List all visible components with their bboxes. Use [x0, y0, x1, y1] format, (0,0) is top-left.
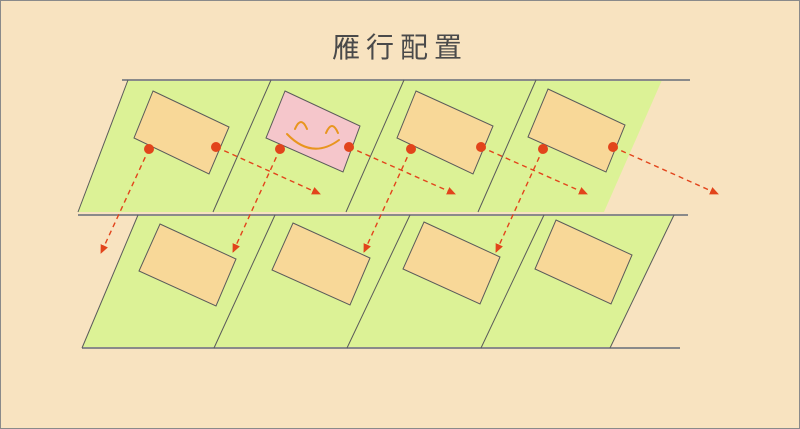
dashed-arrow-icon [100, 148, 150, 254]
viewpoint-dot [344, 142, 354, 152]
sightline-arrows [100, 146, 719, 254]
upper-houses [133, 88, 626, 175]
viewpoint-dot [476, 142, 486, 152]
lot-divider [212, 79, 272, 213]
dashed-arrow-icon [232, 148, 281, 253]
viewpoint-dot [406, 144, 416, 154]
lot-divider [477, 79, 537, 213]
diagram-title: 雁行配置 [331, 31, 468, 64]
lower-houses [138, 219, 633, 307]
lot-edge [77, 79, 129, 213]
lot-divider [346, 214, 411, 349]
house [133, 90, 230, 175]
upper-row [77, 79, 690, 213]
lot-divider [480, 214, 545, 349]
house-highlighted [265, 90, 361, 173]
viewpoint-dots [144, 142, 618, 154]
dashed-arrow-icon [612, 146, 719, 195]
dashed-arrow-icon [363, 148, 412, 253]
dashed-arrow-icon [348, 146, 456, 195]
smile-face-icon [286, 121, 340, 150]
viewpoint-dot [275, 144, 285, 154]
house [527, 88, 626, 173]
lot-divider [213, 214, 276, 349]
dashed-arrow-icon [215, 146, 321, 195]
dashed-arrow-icon [495, 148, 544, 253]
lot-edge [81, 214, 139, 349]
viewpoint-dot [144, 144, 154, 154]
viewpoint-dot [538, 144, 548, 154]
viewpoint-dot [211, 142, 221, 152]
house [271, 222, 371, 306]
house [138, 223, 237, 307]
row-strip [78, 80, 662, 212]
house [402, 221, 501, 305]
dashed-arrow-icon [480, 146, 588, 195]
house [396, 90, 494, 175]
house [534, 219, 633, 305]
lot-divider [345, 79, 405, 213]
lower-row [78, 214, 688, 349]
viewpoint-dot [608, 142, 618, 152]
lot-edge [609, 214, 675, 349]
